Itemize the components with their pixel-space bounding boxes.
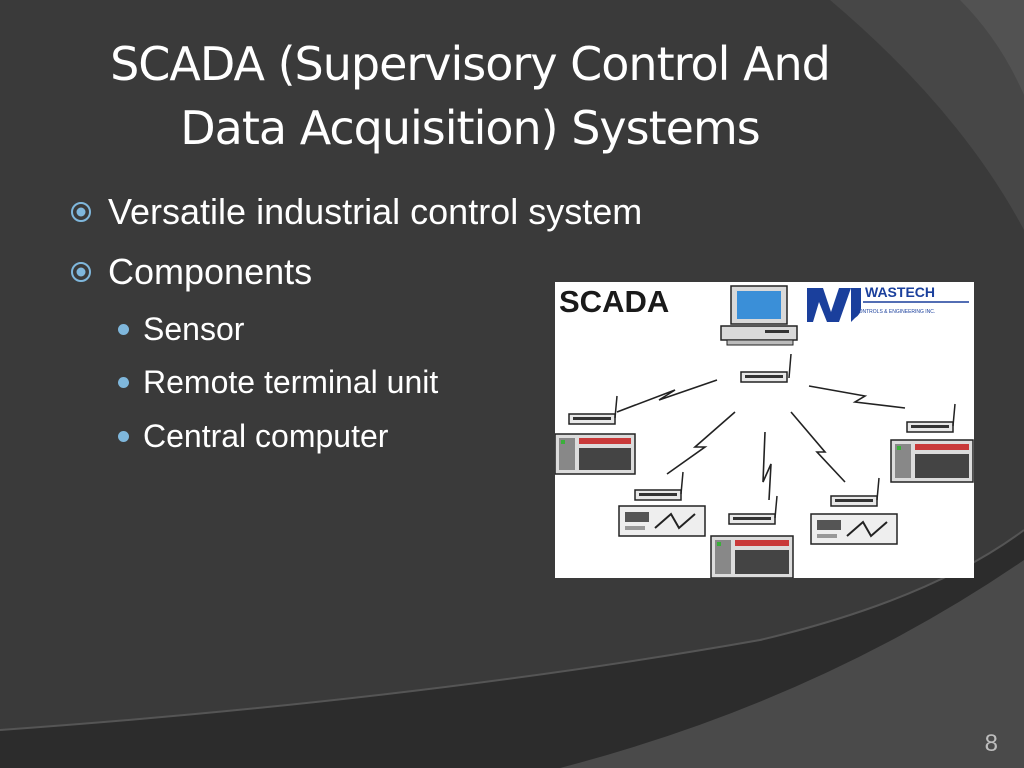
bullet-item: Components xyxy=(70,250,312,294)
rtu-rack-icon xyxy=(710,535,794,578)
sub-bullet-text: Remote terminal unit xyxy=(143,364,439,400)
scada-network-illustration xyxy=(555,285,974,578)
bullet-text: Versatile industrial control system xyxy=(108,191,643,232)
sub-bullet-text: Central computer xyxy=(143,418,389,454)
title-line-1: SCADA (Supervisory Control And xyxy=(110,37,831,91)
remote-modem-icon xyxy=(830,477,880,507)
page-number: 8 xyxy=(984,730,998,757)
rtu-rack-icon xyxy=(555,433,636,475)
wireless-links xyxy=(616,379,906,501)
remote-modem-icon xyxy=(906,403,956,433)
wastech-logo-icon xyxy=(807,288,969,322)
controller-unit-icon xyxy=(618,505,706,537)
sub-bullet-item: Remote terminal unit xyxy=(118,362,438,402)
central-computer-icon xyxy=(720,285,798,346)
logo-tagline: CONTROLS & ENGINEERING INC. xyxy=(855,309,936,315)
circle-bullet-icon xyxy=(71,262,91,282)
dot-bullet-icon xyxy=(118,376,129,388)
central-modem-icon xyxy=(740,353,792,383)
figure-label: SCADA xyxy=(559,284,670,319)
remote-modem-icon xyxy=(568,395,618,425)
dot-bullet-icon xyxy=(118,430,129,442)
controller-unit-icon xyxy=(810,513,898,545)
sub-bullet-item: Sensor xyxy=(118,309,244,349)
bullet-text: Components xyxy=(108,251,313,292)
slide-title: SCADA (Supervisory Control And Data Acqu… xyxy=(40,32,900,160)
circle-bullet-icon xyxy=(71,202,91,222)
sub-bullet-item: Central computer xyxy=(118,416,388,456)
sub-bullet-text: Sensor xyxy=(143,311,245,347)
title-line-2: Data Acquisition) Systems xyxy=(180,101,760,155)
remote-modem-icon xyxy=(634,471,684,501)
remote-modem-icon xyxy=(728,495,778,525)
scada-diagram-image: SCADA WASTECH CONTROLS & ENGINEERING INC… xyxy=(555,282,974,578)
rtu-rack-icon xyxy=(890,439,974,483)
dot-bullet-icon xyxy=(118,323,129,335)
logo-name: WASTECH xyxy=(865,284,935,300)
bullet-item: Versatile industrial control system xyxy=(70,190,642,234)
